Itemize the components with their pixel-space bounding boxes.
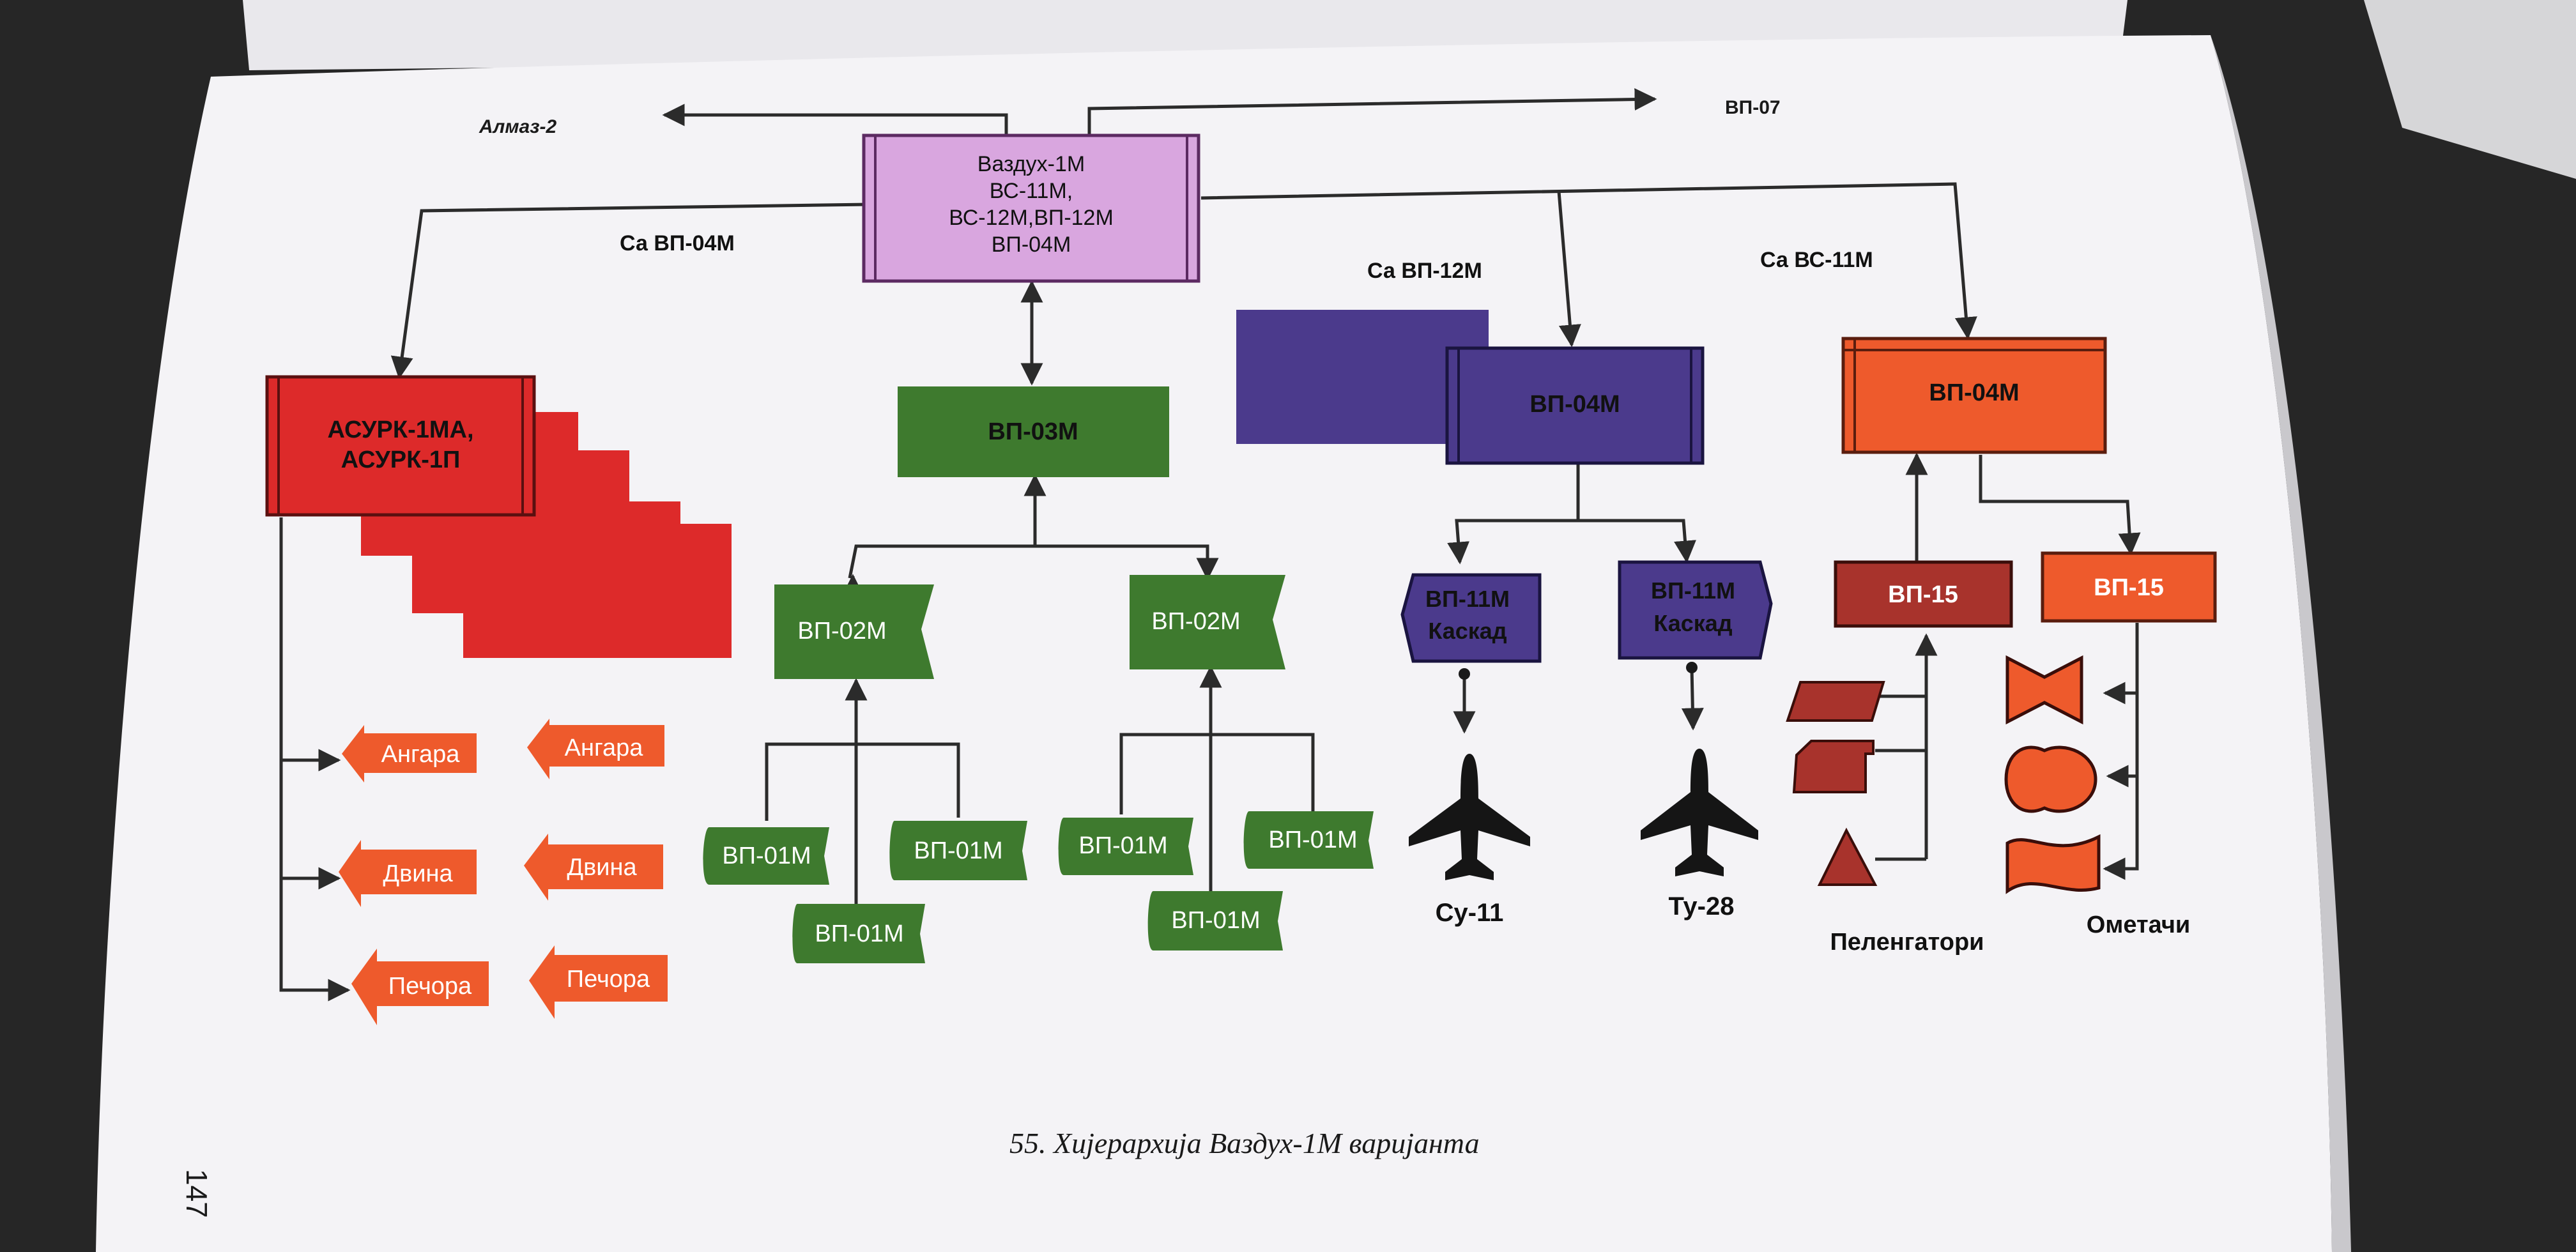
orange-group: ВП-04М ВП-15 ВП-15 Пеленгатори Ометачи xyxy=(1786,337,2217,956)
double-circle-icon xyxy=(2004,745,2097,813)
vp03m-label: ВП-03М xyxy=(988,418,1078,445)
root-line-4: ВП-04М xyxy=(992,233,1071,257)
bowtie-icon xyxy=(2005,655,2083,725)
vp01m-leaf-1: ВП-01М xyxy=(722,843,811,869)
parallelogram-icon xyxy=(1786,681,1885,722)
green-group: ВП-03М ВП-02М ВП-02М ВП-01М ВП-01М ВП-01… xyxy=(703,386,1374,963)
vp01m-leaf-5: ВП-01М xyxy=(1268,827,1357,853)
connectors xyxy=(279,88,2141,1002)
device-corner xyxy=(2364,0,2576,179)
vp15-left-label: ВП-15 xyxy=(1888,581,1958,608)
arrow-left-angara: Ангара xyxy=(381,741,461,768)
figure-caption: 55. Хијерархија Ваздух-1М варијанта xyxy=(1009,1127,1480,1159)
purple-vp04m-label: ВП-04М xyxy=(1529,391,1620,418)
vp02m-right-label: ВП-02М xyxy=(1151,608,1240,635)
red-arrows: Ангара Двина Печора Ангара Двина Печора xyxy=(339,719,668,1025)
vp01m-leaf-3: ВП-01М xyxy=(815,920,903,947)
ometachi-label: Ометачи xyxy=(2087,912,2191,938)
root-node: Ваздух-1М ВС-11М, ВС-12М,ВП-12М ВП-04М xyxy=(862,134,1200,283)
vp01m-leaf-6: ВП-01М xyxy=(1171,907,1260,934)
tu28-label: Ту-28 xyxy=(1669,892,1735,920)
asurk-line-2: АСУРК-1П xyxy=(341,447,461,473)
root-line-1: Ваздух-1М xyxy=(977,152,1085,176)
vp01m-leaf-4: ВП-01М xyxy=(1078,832,1167,859)
su11-label: Су-11 xyxy=(1436,899,1504,927)
asurk-line-1: АСУРК-1МА, xyxy=(327,416,473,443)
branch-label-middle: Са ВП-12М xyxy=(1367,259,1482,283)
page-number: 147 xyxy=(180,1169,213,1218)
purple-group: ВП-04М ВП-11М Каскад ВП-11М Каскад Су-11… xyxy=(1236,310,1773,927)
arrow-right-dvina: Двина xyxy=(567,854,637,881)
root-line-2: ВС-11М, xyxy=(990,179,1073,203)
arrow-right-angara: Ангара xyxy=(565,735,644,761)
pelengatori-label: Пеленгатори xyxy=(1830,929,1984,956)
kaskad-1-line-1: ВП-11М xyxy=(1425,586,1510,612)
card-icon xyxy=(1792,740,1874,793)
triangle-icon xyxy=(1817,827,1878,886)
kaskad-1-line-2: Каскад xyxy=(1428,618,1506,644)
aircraft-su11-icon xyxy=(1409,754,1530,880)
vp07-label: ВП-07 xyxy=(1725,97,1781,118)
branch-label-left: Са ВП-04М xyxy=(620,231,735,256)
aircraft-tu28-icon xyxy=(1641,749,1758,876)
arrow-right-pechora: Печора xyxy=(567,966,650,993)
vp15-right-label: ВП-15 xyxy=(2094,574,2164,601)
kaskad-2-line-2: Каскад xyxy=(1653,610,1732,636)
orange-vp04m-label: ВП-04М xyxy=(1929,379,2019,406)
root-line-3: ВС-12М,ВП-12М xyxy=(949,206,1114,230)
almaz-label: Алмаз-2 xyxy=(479,116,557,137)
arrow-left-pechora: Печора xyxy=(388,973,472,1000)
kaskad-2-line-1: ВП-11М xyxy=(1651,577,1735,604)
red-group: АСУРК-1МА, АСУРК-1П xyxy=(265,375,732,658)
wave-icon xyxy=(2005,834,2101,894)
vp02m-left-label: ВП-02М xyxy=(797,618,886,645)
arrow-left-dvina: Двина xyxy=(383,860,453,887)
vp01m-leaf-2: ВП-01М xyxy=(914,837,1002,864)
branch-label-right: Са ВС-11М xyxy=(1760,248,1873,272)
